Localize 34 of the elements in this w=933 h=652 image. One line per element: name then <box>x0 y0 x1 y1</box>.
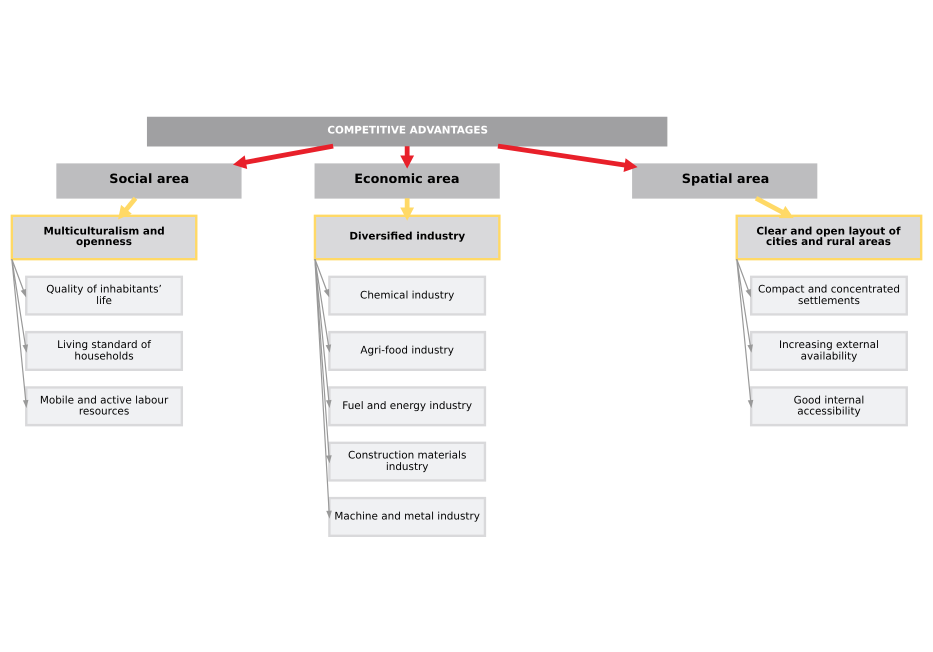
node-box: Quality of inhabitants’ life <box>25 275 184 316</box>
node-box: Chemical industry <box>328 275 486 316</box>
node-box: Compact and concentrated settlements <box>750 275 908 316</box>
arrow <box>314 258 330 297</box>
node-box: Diversified industry <box>314 214 501 260</box>
node-box: Multiculturalism and openness <box>10 214 198 260</box>
node-box: Mobile and active labour resources <box>25 386 184 426</box>
arrow <box>498 143 638 172</box>
node-box: Social area <box>56 162 242 198</box>
arrow <box>11 258 28 408</box>
node-box: Agri-food industry <box>328 330 486 370</box>
arrow <box>314 258 332 352</box>
arrow <box>118 196 138 220</box>
arrow <box>736 258 753 352</box>
arrow <box>736 258 754 408</box>
node-box: Clear and open layout of cities and rural areas <box>736 214 922 260</box>
arrow <box>400 146 414 168</box>
arrow <box>314 258 332 518</box>
node-box: Increasing external availability <box>750 330 908 370</box>
node-box: Construction materials industry <box>328 441 486 482</box>
arrow <box>314 258 332 408</box>
arrow <box>11 258 26 297</box>
arrow <box>736 258 751 297</box>
node-box: Living standard of households <box>25 330 184 370</box>
arrow <box>754 196 794 218</box>
node-box: COMPETITIVE ADVANTAGES <box>146 116 668 146</box>
node-box: Machine and metal industry <box>328 496 486 536</box>
node-box: Spatial area <box>632 162 818 198</box>
node-box: Fuel and energy industry <box>328 386 486 426</box>
arrow <box>11 258 28 352</box>
node-box: Good internal accessibility <box>750 386 908 426</box>
node-box: Economic area <box>314 162 500 198</box>
arrow <box>314 258 332 463</box>
arrow <box>400 198 414 220</box>
